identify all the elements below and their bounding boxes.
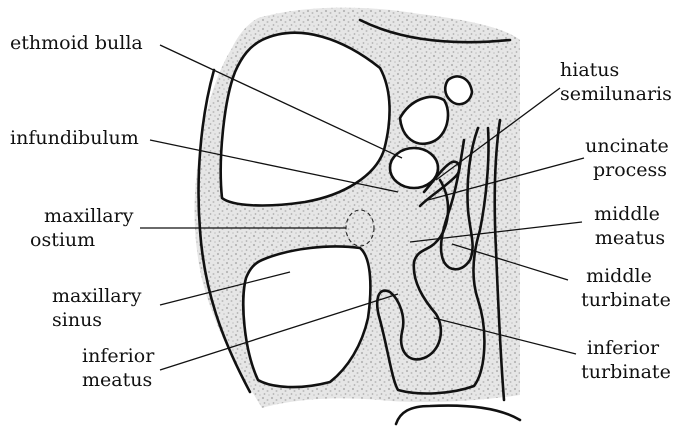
label-ethmoid-bulla: ethmoid bulla bbox=[10, 32, 143, 54]
label-uncinate-process-line2: process bbox=[593, 159, 667, 181]
bottom-edge bbox=[396, 406, 520, 424]
label-hiatus-semilunaris: hiatus semilunaris bbox=[560, 59, 672, 105]
label-inferior-turbinate-line2: turbinate bbox=[581, 361, 671, 383]
ethmoid-cell-small bbox=[445, 76, 472, 104]
label-hiatus-semilunaris-line1: hiatus bbox=[560, 59, 619, 81]
label-hiatus-semilunaris-line2: semilunaris bbox=[560, 83, 672, 105]
label-inferior-meatus-line2: meatus bbox=[82, 369, 152, 391]
label-inferior-meatus-line1: inferior bbox=[82, 345, 155, 367]
label-middle-meatus-line1: middle bbox=[594, 203, 660, 225]
label-middle-meatus-line2: meatus bbox=[595, 227, 665, 249]
label-inferior-turbinate-line1: inferior bbox=[587, 337, 660, 359]
label-middle-turbinate-line1: middle bbox=[586, 265, 652, 287]
label-maxillary-sinus-line1: maxillary bbox=[52, 285, 142, 307]
label-maxillary-sinus-line2: sinus bbox=[52, 309, 102, 331]
label-uncinate-process: uncinate process bbox=[585, 135, 675, 181]
label-maxillary-ostium-line2: ostium bbox=[30, 229, 95, 251]
label-middle-turbinate-line2: turbinate bbox=[581, 289, 671, 311]
label-infundibulum: infundibulum bbox=[10, 127, 139, 149]
label-uncinate-process-line1: uncinate bbox=[585, 135, 669, 157]
label-inferior-turbinate: inferior turbinate bbox=[581, 337, 671, 383]
label-inferior-meatus: inferior meatus bbox=[82, 345, 160, 391]
label-middle-meatus: middle meatus bbox=[594, 203, 666, 249]
label-maxillary-ostium: maxillary ostium bbox=[30, 205, 139, 251]
label-middle-turbinate: middle turbinate bbox=[581, 265, 671, 311]
label-maxillary-ostium-line1: maxillary bbox=[44, 205, 134, 227]
label-maxillary-sinus: maxillary sinus bbox=[52, 285, 147, 331]
